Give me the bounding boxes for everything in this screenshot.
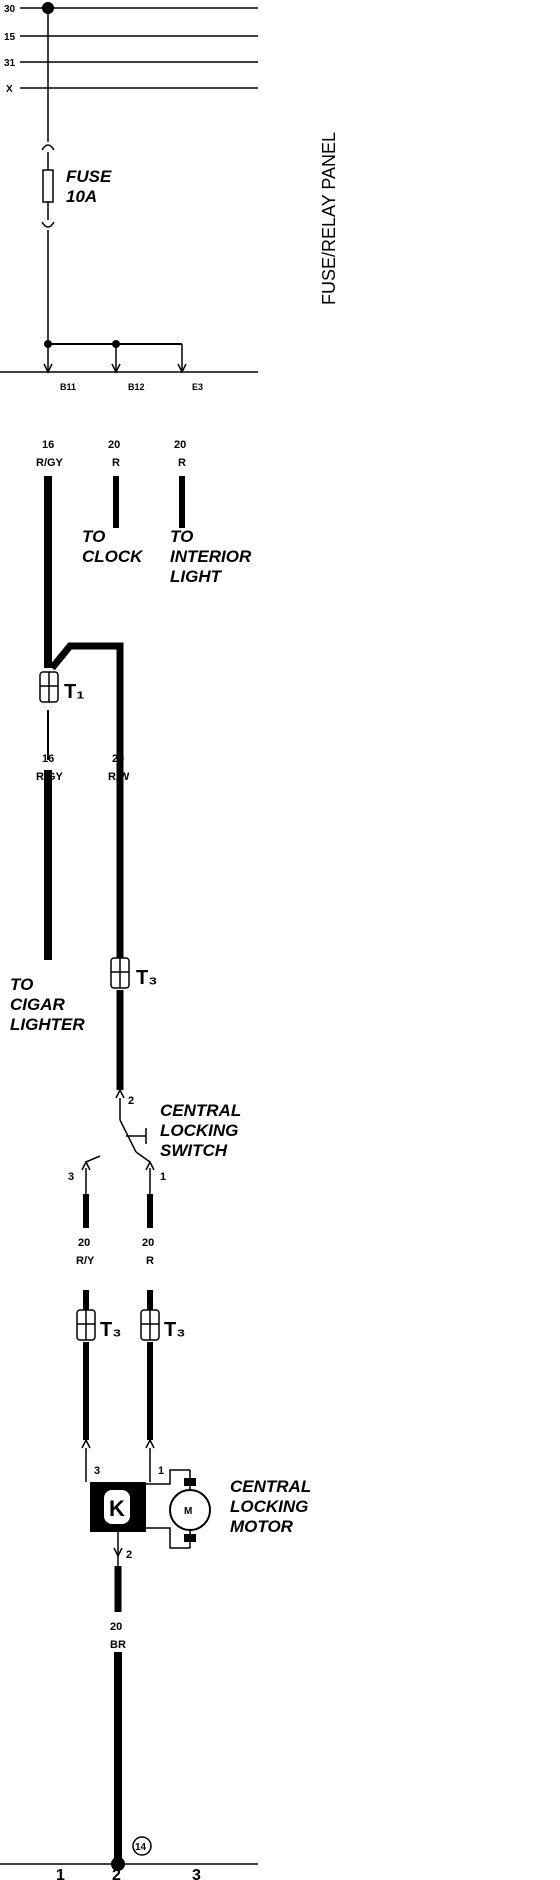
- terminal-e3: E3: [192, 382, 203, 392]
- wire2-gauge: 20: [108, 439, 120, 451]
- cigar-dest-line3: LIGHTER: [10, 1015, 85, 1034]
- rail-15-label: 15: [4, 32, 16, 43]
- motor-label-line2: LOCKING: [230, 1497, 308, 1516]
- connector-t3-right-label: T₃: [164, 1319, 185, 1341]
- clock-dest-line2: CLOCK: [82, 547, 144, 566]
- central-locking-switch: [81, 1088, 155, 1194]
- switch-label-line2: LOCKING: [160, 1121, 238, 1140]
- connector-t3-upper: T₃: [110, 957, 157, 989]
- switch-pin3: 3: [68, 1171, 74, 1183]
- switch-pin2: 2: [128, 1095, 134, 1107]
- motor-label-line1: CENTRAL: [230, 1477, 311, 1496]
- motor-control-window: [104, 1490, 130, 1524]
- power-rails: 30 15 31 X: [4, 2, 258, 95]
- interior-dest-line1: TO: [170, 527, 193, 546]
- switch-label-line3: SWITCH: [160, 1141, 228, 1160]
- switch-pin1: 1: [160, 1171, 166, 1183]
- ground-bus: 14: [0, 1836, 258, 1871]
- connector-t3-left-label: T₃: [100, 1319, 121, 1341]
- rail-30-label: 30: [4, 4, 16, 15]
- motor-m-label: M: [184, 1506, 192, 1517]
- ref-number-2: 2: [112, 1867, 121, 1880]
- clock-dest-line1: TO: [82, 527, 105, 546]
- wire3-color: R: [178, 457, 186, 469]
- connector-t3-left: T₃: [76, 1309, 121, 1341]
- wire4-color: R/GY: [36, 771, 64, 783]
- fuse-rating: 10A: [66, 187, 97, 206]
- connector-t3-upper-label: T₃: [136, 967, 157, 989]
- motor-pin1: 1: [158, 1465, 164, 1477]
- connector-t3-right: T₃: [140, 1309, 185, 1341]
- fuse-relay-panel-label: FUSE/RELAY PANEL: [319, 132, 339, 305]
- terminal-b12: B12: [128, 382, 145, 392]
- motor-icon: M: [169, 1478, 211, 1542]
- wire7-gauge: 20: [142, 1237, 154, 1249]
- fuse-label: FUSE: [66, 167, 112, 186]
- rail-x-label: X: [6, 84, 13, 95]
- wire6-color: R/Y: [76, 1255, 95, 1267]
- wire5-gauge: 20: [112, 753, 124, 765]
- cigar-dest-line2: CIGAR: [10, 995, 66, 1014]
- motor-pin2: 2: [126, 1549, 132, 1561]
- distribution-bus: [43, 340, 187, 374]
- motor-label-line3: MOTOR: [230, 1517, 294, 1536]
- terminal-b11: B11: [60, 382, 76, 392]
- ground-point-number: 14: [135, 1842, 147, 1853]
- wire5-color: R/W: [108, 771, 130, 783]
- switch-label-line1: CENTRAL: [160, 1101, 241, 1120]
- motor-control-glyph: K: [109, 1496, 125, 1521]
- wire8-gauge: 20: [110, 1621, 122, 1633]
- rail-31-label: 31: [4, 58, 16, 69]
- wire3-gauge: 20: [174, 439, 186, 451]
- fuse: FUSE 10A: [41, 8, 112, 340]
- interior-dest-line3: LIGHT: [170, 567, 223, 586]
- cigar-dest-line1: TO: [10, 975, 33, 994]
- central-locking-motor: [81, 1438, 191, 1566]
- wire4-gauge: 16: [42, 753, 54, 765]
- wire8-color: BR: [110, 1639, 126, 1651]
- wire6-gauge: 20: [78, 1237, 90, 1249]
- interior-dest-line2: INTERIOR: [170, 547, 252, 566]
- connector-t1: T₁: [39, 671, 85, 703]
- ref-number-1: 1: [56, 1867, 65, 1880]
- wire-harness: [44, 476, 185, 1862]
- wire2-color: R: [112, 457, 120, 469]
- wire7-color: R: [146, 1255, 154, 1267]
- ref-number-3: 3: [192, 1867, 201, 1880]
- motor-pin3: 3: [94, 1465, 100, 1477]
- wire1-gauge: 16: [42, 439, 54, 451]
- wire1-color: R/GY: [36, 457, 64, 469]
- connector-t1-label: T₁: [64, 681, 85, 703]
